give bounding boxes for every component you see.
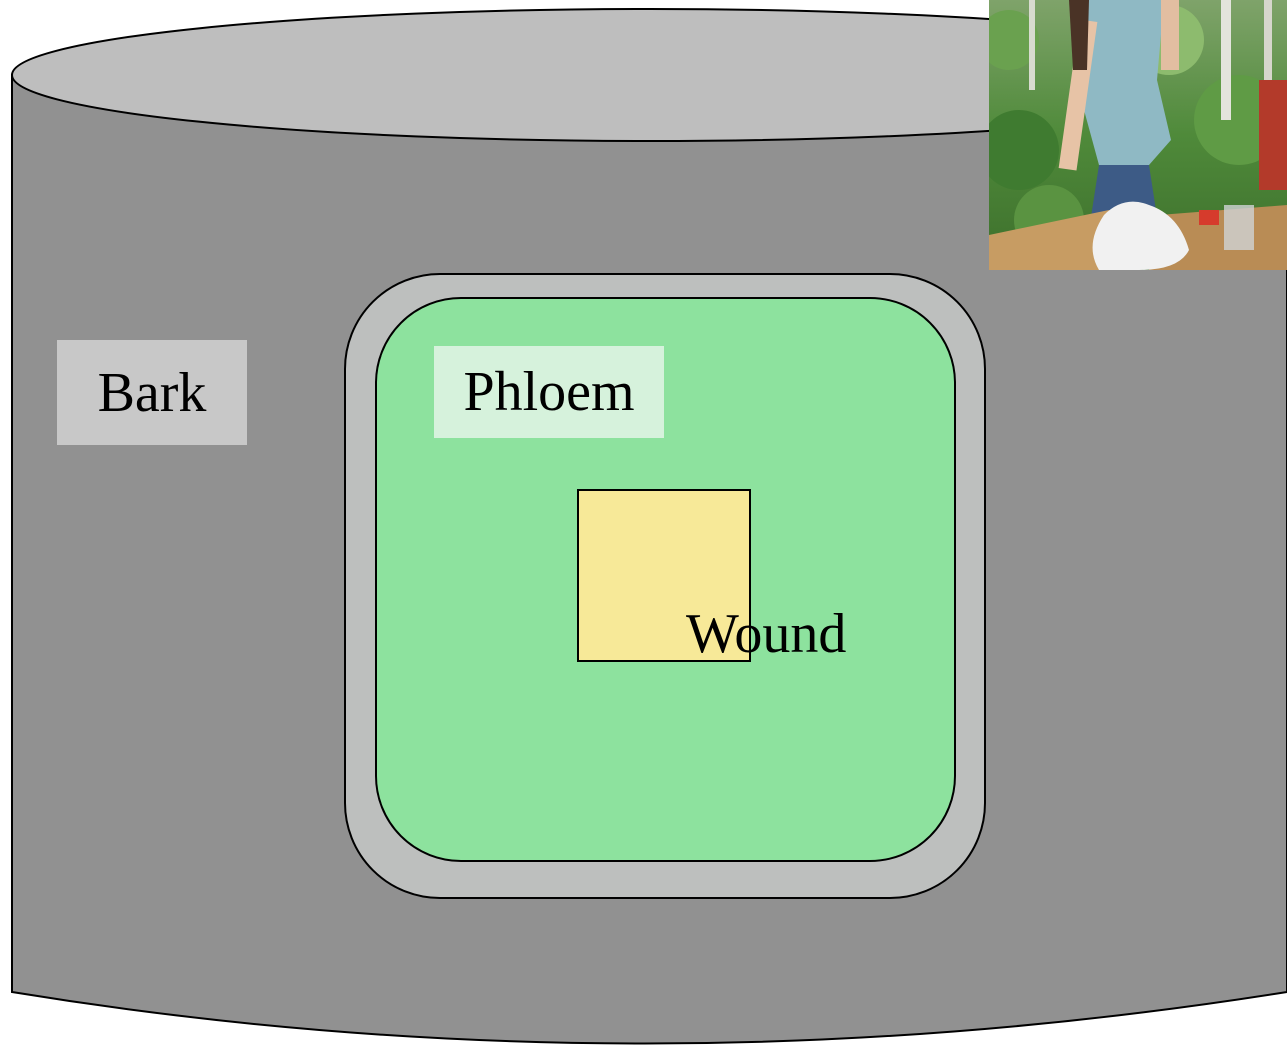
phloem-label: Phloem — [434, 346, 664, 438]
wound-square — [577, 489, 751, 662]
bark-cylinder-top — [11, 8, 1287, 142]
bark-label: Bark — [57, 340, 247, 445]
wound-label: Wound — [686, 603, 847, 665]
field-photo — [989, 0, 1287, 270]
field-photo-researcher-icon — [989, 0, 1287, 270]
